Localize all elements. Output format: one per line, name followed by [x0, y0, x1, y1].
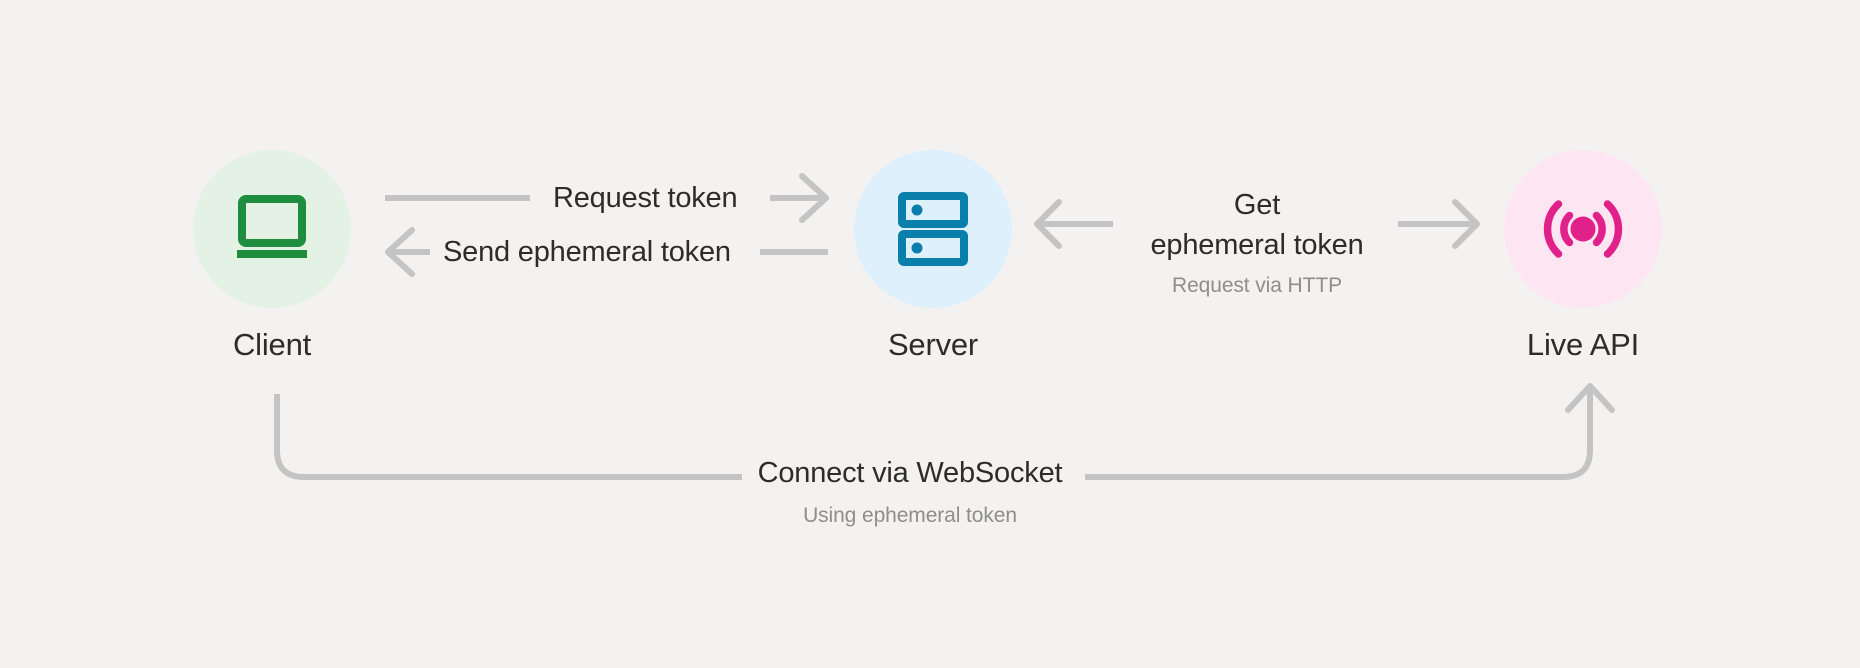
liveapi-icon-circle [1504, 150, 1662, 308]
node-label-liveapi: Live API [1526, 327, 1640, 362]
request-token-arrowhead-icon [799, 173, 829, 223]
server-icon-circle [854, 150, 1012, 308]
websocket-label: Connect via WebSocket [741, 455, 1079, 491]
websocket-label-wrap: Connect via WebSocket [560, 455, 1260, 491]
connector-label-send-ephemeral-token: Send ephemeral token [443, 236, 731, 268]
laptop-icon [237, 195, 307, 258]
connector-label-connect-websocket: Connect via WebSocket Using ephemeral to… [560, 455, 1260, 529]
node-label-client: Client [232, 327, 312, 362]
server-rack-icon [898, 192, 968, 266]
get-token-arrowhead-left-icon [1034, 199, 1062, 249]
get-token-arrowhead-right-icon [1452, 199, 1480, 249]
get-token-label-line2: ephemeral token [1150, 229, 1364, 261]
get-token-label-line1: Get [1233, 189, 1281, 221]
websocket-arrowhead-icon [1565, 383, 1615, 413]
connector-label-get-ephemeral-token: Get ephemeral token Request via HTTP [1057, 185, 1457, 299]
node-liveapi[interactable]: Live API [1483, 150, 1683, 364]
node-client[interactable]: Client [172, 150, 372, 364]
node-server[interactable]: Server [833, 150, 1033, 364]
get-token-sublabel: Request via HTTP [1172, 274, 1342, 297]
websocket-sublabel: Using ephemeral token [803, 504, 1017, 527]
node-label-server: Server [887, 327, 979, 362]
send-token-arrowhead-icon [385, 227, 415, 277]
connector-label-request-token: Request token [553, 182, 738, 214]
broadcast-signal-icon [1543, 200, 1623, 258]
client-icon-circle [193, 150, 351, 308]
